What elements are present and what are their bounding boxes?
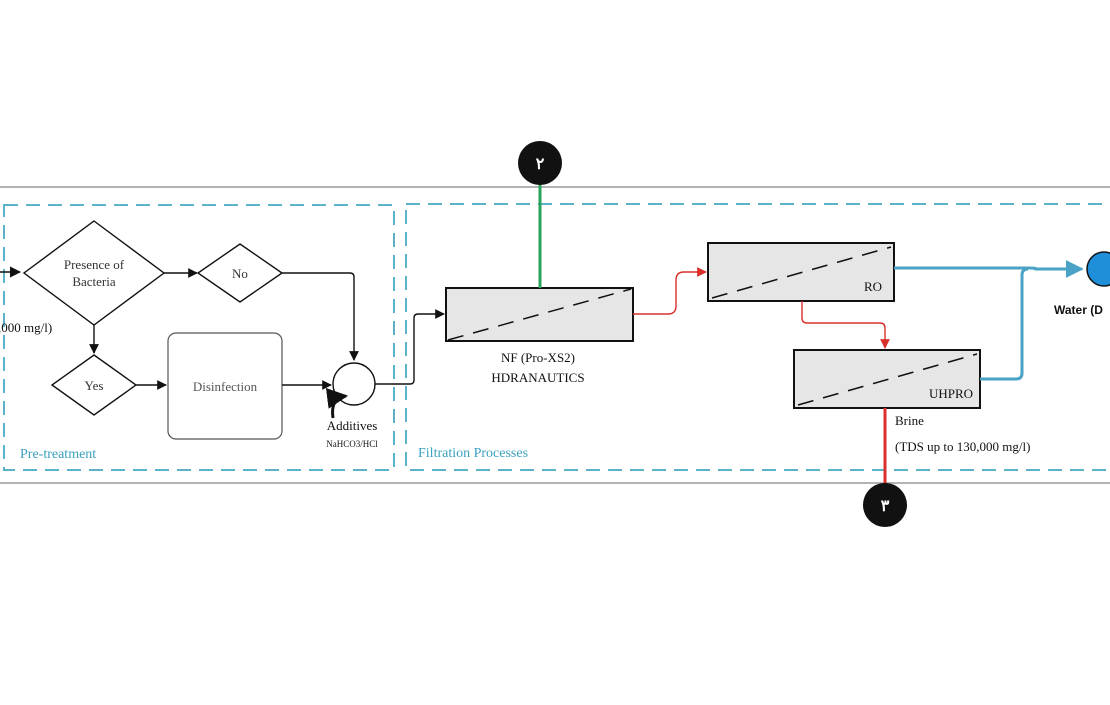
ro-membrane-diagonal	[711, 246, 892, 299]
filtration-section-label: Filtration Processes	[418, 446, 528, 461]
water-product-node	[1086, 251, 1110, 287]
no-diamond	[196, 243, 284, 303]
arrow-mixer-to-nf	[375, 309, 445, 385]
brine-label: Brine	[895, 413, 924, 428]
uhpro-permeate-line	[980, 267, 1029, 381]
yes-label: Yes	[85, 378, 104, 393]
arrow-nf-to-ro	[633, 267, 707, 315]
arrow-no-to-mixer	[282, 272, 359, 361]
disinfection-label: Disinfection	[193, 379, 258, 394]
bottom-marker-label: ٣	[881, 498, 890, 515]
additives-chemicals-label: NaHCO3/HCl	[326, 439, 378, 449]
filtration-section	[405, 203, 1110, 471]
bacteria-decision-line1: Presence of	[64, 257, 125, 272]
inlet-tds-label: ,000 mg/l)	[0, 320, 52, 335]
pretreatment-section-label: Pre-treatment	[20, 447, 96, 462]
no-label: No	[232, 266, 248, 281]
water-label: Water (D	[1054, 303, 1103, 317]
uhpro-membrane-diagonal	[797, 353, 978, 406]
bottom-marker	[863, 483, 907, 527]
uhpro-label: UHPRO	[929, 386, 973, 401]
nf-label-line2: HDRANAUTICS	[491, 370, 584, 385]
arrow-ro-to-uhpro	[801, 301, 890, 349]
additives-curved-arrow	[325, 387, 349, 419]
ro-label: RO	[864, 279, 882, 294]
bacteria-decision-diamond	[22, 220, 166, 326]
yes-diamond	[50, 354, 138, 416]
additives-label: Additives	[327, 418, 378, 433]
bacteria-decision-line2: Bacteria	[72, 274, 116, 289]
disinfection-box	[167, 332, 283, 440]
ro-permeate-line	[894, 260, 1084, 278]
nf-membrane-diagonal	[447, 288, 632, 341]
nf-label-line1: NF (Pro-XS2)	[501, 350, 575, 365]
top-marker-label: ٢	[536, 156, 545, 173]
outer-frame	[0, 186, 1110, 484]
brine-tds-label: (TDS up to 130,000 mg/l)	[895, 439, 1030, 454]
top-marker	[518, 141, 562, 185]
pretreatment-section	[3, 204, 395, 471]
